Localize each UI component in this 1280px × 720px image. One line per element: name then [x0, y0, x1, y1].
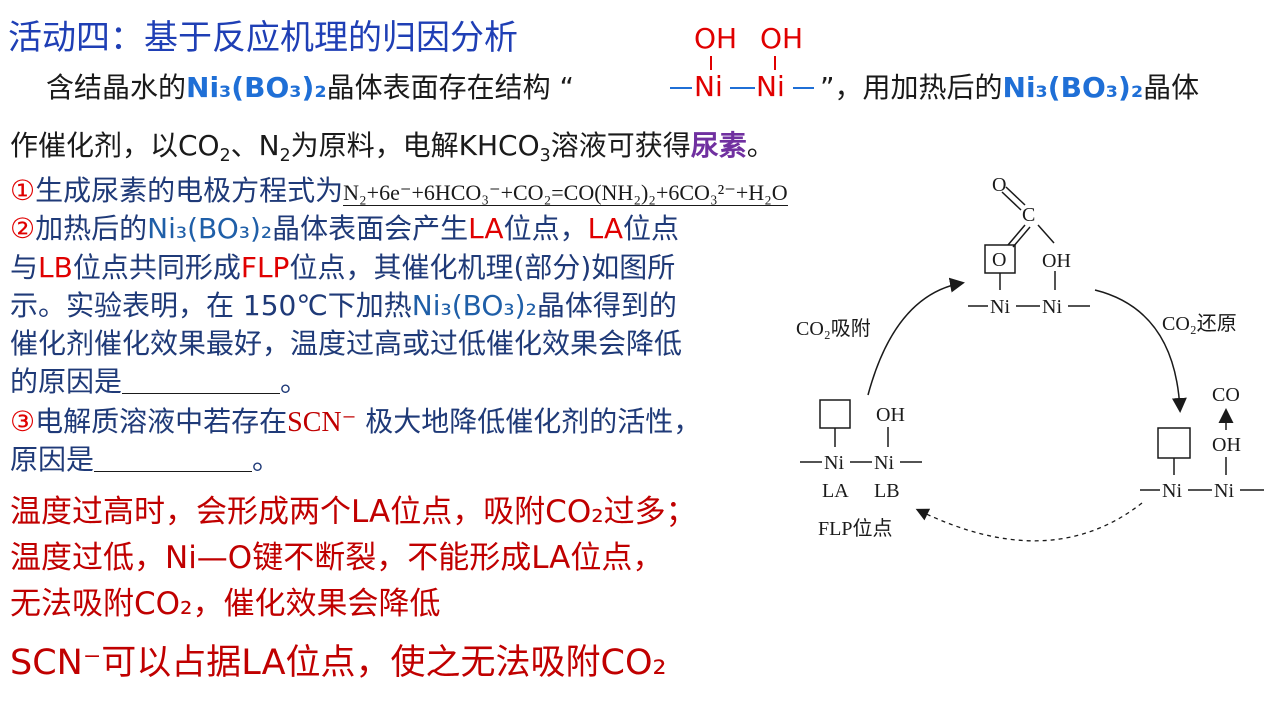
- q2-text-11: 的原因是: [10, 365, 123, 398]
- top-c-label: C: [1022, 204, 1035, 226]
- q3-text-3: 原因是: [10, 443, 95, 476]
- intro-line2-b: 、N: [230, 129, 280, 162]
- intro-line2-c: 为原料，电解KHCO: [290, 129, 540, 162]
- co-label: CO: [1212, 384, 1240, 406]
- q2-text-6: 位点共同形成: [72, 251, 241, 284]
- q1-text: 生成尿素的电极方程式为: [35, 174, 344, 207]
- intro-line-1-tail: ”，用加热后的Ni₃(BO₃)₂晶体: [820, 66, 1199, 106]
- q1-number: ①: [10, 174, 36, 207]
- left-oh-label: OH: [876, 404, 905, 426]
- answer-2-line-2: 温度过低，Ni—O键不断裂，不能形成LA位点，: [10, 540, 664, 576]
- right-oh-label: OH: [1212, 434, 1241, 456]
- intro-line2-d: 溶液可获得: [550, 129, 691, 162]
- top-species: O C O OH Ni Ni: [968, 174, 1090, 318]
- q2-text-7: 位点，其催化机理(部分)如图所: [289, 251, 676, 284]
- q2-flp: FLP: [240, 251, 290, 284]
- intro-text-1: 含结晶水的: [46, 71, 187, 104]
- question-2-line-4: 催化剂催化效果最好，温度过高或过低催化效果会降低: [10, 325, 682, 363]
- top-ni-1-label: Ni: [990, 296, 1010, 318]
- q2-la: LA: [468, 212, 504, 245]
- q2-lb: LB: [38, 251, 73, 284]
- q3-text-2: 极大地降低催化剂的活性，: [356, 405, 702, 438]
- answer-3: SCN⁻可以占据LA位点，使之无法吸附CO₂: [10, 643, 667, 683]
- right-ni-2-label: Ni: [1214, 480, 1234, 502]
- q1-equation: N₂+6e⁻+6HCO₃⁻+CO₂=CO(NH₂)₂+6CO₃²⁻+H₂O: [343, 180, 788, 206]
- structure-ni-2: Ni: [756, 70, 785, 103]
- q2-answer-blank[interactable]: [122, 365, 281, 394]
- q3-answer-blank[interactable]: [94, 443, 253, 472]
- structure-oh-1: OH: [694, 22, 738, 55]
- regenerate-arrow: [915, 502, 1143, 542]
- answer-2-line-3: 无法吸附CO₂，催化效果会降低: [10, 586, 441, 622]
- top-ni-2-label: Ni: [1042, 296, 1062, 318]
- q2-text-10: 催化剂催化效果最好，温度过高或过低催化效果会降低: [10, 327, 683, 360]
- lb-label: LB: [874, 480, 900, 502]
- right-species: CO OH Ni Ni: [1140, 384, 1264, 502]
- page-title: 活动四：基于反应机理的归因分析: [8, 18, 518, 58]
- q3-number: ③: [10, 405, 36, 438]
- q2-text-9: 晶体得到的: [536, 289, 677, 322]
- reduce-arrow: [1094, 289, 1187, 413]
- q2-crystal: Ni₃(BO₃)₂: [147, 212, 273, 245]
- structure-ni-1: Ni: [694, 70, 723, 103]
- q3-text-4: 。: [252, 443, 281, 476]
- q2-text-1: 加热后的: [35, 212, 148, 245]
- left-ni-1-label: Ni: [824, 452, 844, 474]
- intro-product: 尿素: [690, 129, 747, 162]
- intro-text-4: 晶体: [1143, 71, 1200, 104]
- q2-la-2: LA: [587, 212, 623, 245]
- question-2-line-3: 示。实验表明，在 150℃下加热Ni₃(BO₃)₂晶体得到的: [10, 287, 677, 325]
- question-3-line-2: 原因是 。: [10, 441, 280, 479]
- top-o-label: O: [992, 174, 1006, 196]
- question-2-line-2: 与LB位点共同形成FLP位点，其催化机理(部分)如图所: [10, 249, 675, 287]
- intro-crystal-2: Ni₃(BO₃)₂: [1002, 71, 1144, 104]
- mechanism-diagram: O C O OH Ni Ni OH Ni Ni LA LB FLP位点 CO: [796, 174, 1264, 542]
- q2-number: ②: [10, 212, 36, 245]
- q2-crystal-2: Ni₃(BO₃)₂: [411, 289, 537, 322]
- q2-text-4: 位点: [622, 212, 679, 245]
- question-1: ①生成尿素的电极方程式为N₂+6e⁻+6HCO₃⁻+CO₂=CO(NH₂)₂+6…: [10, 172, 788, 212]
- question-2-line-1: ②加热后的Ni₃(BO₃)₂晶体表面会产生LA位点，LA位点: [10, 210, 679, 248]
- left-ni-2-label: Ni: [874, 452, 894, 474]
- top-box-o-label: O: [992, 249, 1006, 271]
- adsorb-arrow: [867, 277, 965, 396]
- q3-text-1: 电解质溶液中若存在: [35, 405, 288, 438]
- intro-line-1: 含结晶水的Ni₃(BO₃)₂晶体表面存在结构 “: [46, 66, 574, 106]
- right-ni-1-label: Ni: [1162, 480, 1182, 502]
- question-3-line-1: ③电解质溶液中若存在SCN⁻ 极大地降低催化剂的活性，: [10, 403, 701, 442]
- intro-line2-e: 。: [746, 129, 775, 162]
- top-oh-label: OH: [1042, 250, 1071, 272]
- q2-text-5: 与: [10, 251, 39, 284]
- q2-text-3: 位点，: [503, 212, 588, 245]
- intro-crystal: Ni₃(BO₃)₂: [186, 71, 327, 104]
- flp-label: FLP位点: [818, 517, 892, 540]
- co2-adsorb-label: CO₂吸附: [796, 317, 871, 340]
- intro-text-3: ”，用加热后的: [820, 71, 1003, 104]
- intro-line2-a: 作催化剂，以CO: [10, 129, 220, 162]
- la-label: LA: [822, 480, 849, 502]
- intro-line-2: 作催化剂，以CO2、N2为原料，电解KHCO3溶液可获得尿素。: [10, 129, 775, 167]
- structure-bonds: [670, 56, 814, 89]
- flp-species: OH Ni Ni LA LB FLP位点: [800, 399, 922, 540]
- q3-scn: SCN⁻: [287, 407, 357, 438]
- q2-text-2: 晶体表面会产生: [272, 212, 469, 245]
- co2-reduce-label: CO₂还原: [1162, 312, 1237, 335]
- answer-2-line-1: 温度过高时，会形成两个LA位点，吸附CO₂过多；: [10, 494, 697, 530]
- q2-text-8: 示。实验表明，在 150℃下加热: [10, 289, 412, 322]
- structure-oh-2: OH: [760, 22, 804, 55]
- q2-text-12: 。: [280, 365, 309, 398]
- intro-text-2: 晶体表面存在结构 “: [326, 71, 574, 104]
- question-2-line-5: 的原因是 。: [10, 363, 308, 401]
